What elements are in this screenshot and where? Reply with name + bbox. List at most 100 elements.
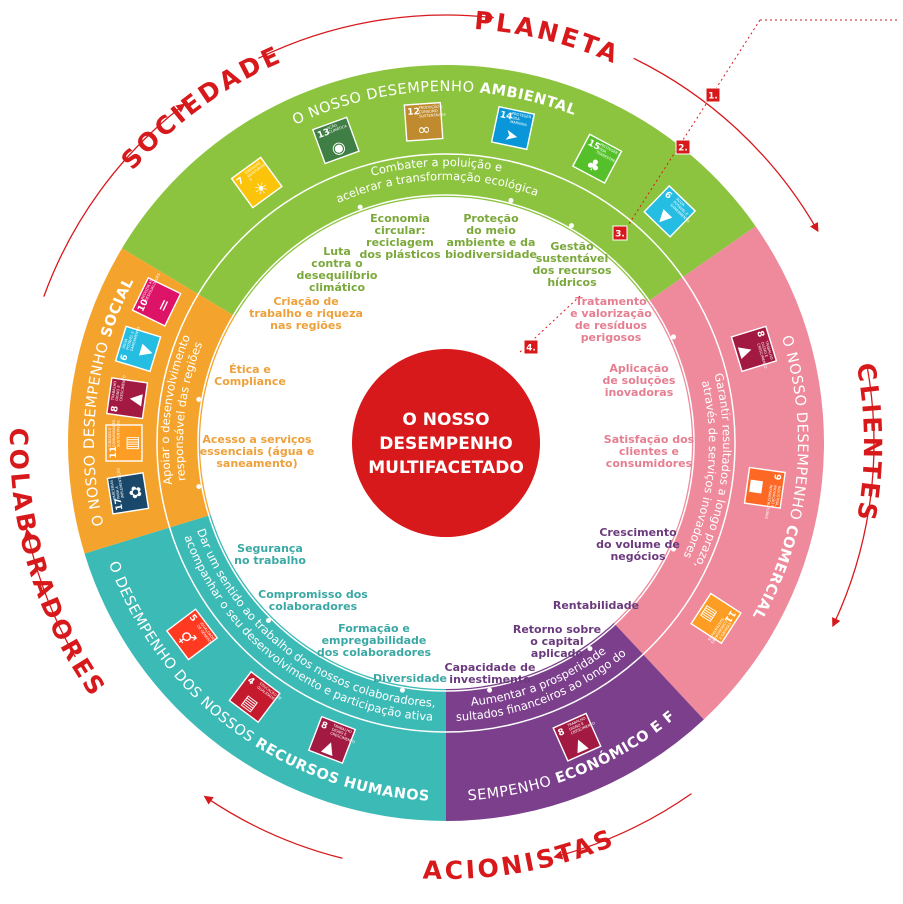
sdg-6-number: 6 — [662, 190, 673, 202]
ambiental-topic-3-line: Proteção — [463, 212, 519, 225]
eye-globe-icon: ◉ — [329, 136, 349, 159]
flow-arrow — [553, 793, 692, 860]
sdg-label-line: SUSTENTÁVEIS — [419, 112, 447, 119]
sdg-17-label: PARCERIASPARA AIMPLEMENTAÇÃO — [108, 467, 125, 499]
sdg-6-bg — [643, 184, 697, 238]
sdg-label-line: AÇÃO — [326, 122, 337, 130]
stakeholder-planeta-textpath: PLANETA — [473, 6, 622, 70]
rh-topic-1-line: no trabalho — [234, 554, 306, 567]
ambiental-topic-4-line: Gestão — [550, 240, 594, 253]
stakeholder-acionistas: ACIONISTAS — [422, 823, 619, 885]
sdg-8-bg — [730, 325, 778, 373]
sdg-label-line: TRABALHO — [764, 339, 774, 360]
rh-topic-4: Diversidade — [373, 672, 447, 685]
rh-topic-1-line: Segurança — [237, 542, 303, 555]
infinity-icon: ∞ — [417, 119, 432, 139]
ambiental-topic-3-line: biodiversidade — [445, 248, 537, 261]
sdg-14-number: 14 — [499, 110, 513, 122]
sdg-11-label: CIDADES ECOMUNIDADESSUSTENTÁVEIS — [108, 419, 120, 447]
sdg-icons: 7ENERGIASRENOVÁVEISE☀13AÇÃOCLIMÁTICA◉12P… — [105, 101, 786, 765]
financeiro-topic-2: Rentabilidade — [553, 599, 639, 612]
cubes-icon: ■ — [747, 478, 768, 496]
sdg-label-line: VIDA — [597, 146, 607, 154]
growth-chart-icon: ▲ — [124, 391, 145, 407]
sdg-10-bg — [131, 276, 182, 327]
ring-dot — [670, 334, 676, 340]
flow-arrow — [832, 368, 875, 628]
stakeholder-clientes: CLIENTES — [851, 361, 887, 525]
sdg-13-number: 13 — [316, 127, 331, 141]
flow-arrow — [43, 103, 186, 297]
sdg-label-line: CIDADES E — [108, 427, 112, 447]
flow-arrow — [258, 12, 495, 59]
ambiental-topic-4-line: hídricos — [547, 276, 597, 289]
step-leader-line — [519, 19, 900, 353]
flow-arrow — [24, 528, 76, 658]
sdg-12-number: 12 — [407, 107, 420, 118]
social-topic-3-line: Acesso a serviços — [202, 433, 312, 446]
sdg-label-line: PARA A — [115, 485, 121, 499]
sdg-label-line: PARCERIAS — [110, 479, 117, 500]
sdg-label-line: TRABALHO — [332, 723, 353, 734]
center-line-3: MULTIFACETADO — [368, 458, 524, 478]
ambiental-topic-1-line: climático — [309, 281, 365, 294]
ring-dividers — [156, 153, 736, 733]
sdg-9-number: 9 — [771, 473, 782, 481]
sdg-6-label: ÁGUAPOTÁVEL ESANEAMENTO — [121, 323, 141, 351]
sdg-6-number: 6 — [119, 353, 130, 362]
sdg-13-label: AÇÃOCLIMÁTICA — [326, 119, 348, 134]
rh-topic-3-line: dos colaboradores — [317, 646, 432, 659]
step-marker-4: 4. — [523, 339, 539, 355]
ambiental-topic-3-line: ambiente e da — [447, 236, 536, 249]
step-marker-number: 4. — [526, 344, 536, 354]
sdg-12-bg — [403, 101, 444, 142]
sdg-11-bg — [105, 424, 143, 462]
social-topic-1-line: nas regiões — [270, 319, 342, 332]
sdg-8-bg — [307, 715, 357, 765]
sdg-8-label: TRABALHODIGNO ECRESCIMENTO — [756, 339, 776, 369]
step-marker-number: 3. — [615, 230, 625, 240]
sdg-label-line: SUSTENTÁVEIS — [115, 420, 120, 447]
stakeholder-planeta: PLANETA — [473, 6, 625, 70]
sdg-17-bg — [106, 471, 150, 515]
sdg-label-line: DIGNO E — [331, 727, 348, 737]
ring-dot — [508, 198, 514, 204]
sdg-label-line: CRESCIMENTO — [119, 375, 127, 402]
ring-dot — [266, 617, 272, 623]
sdg-6-bg — [114, 325, 162, 373]
sdg-8-number: 8 — [557, 727, 567, 739]
step-marker-box — [612, 225, 628, 241]
flow-arrow — [203, 795, 343, 859]
comercial-topic-3-line: consumidores — [606, 457, 693, 470]
social-topic-2-line: Compliance — [214, 375, 286, 388]
sdg-11-number: 11 — [109, 446, 119, 459]
financeiro-topic-1-line: negócios — [610, 550, 666, 563]
step-marker-number: 1. — [708, 92, 718, 102]
social-topic-3-line: saneamento) — [216, 457, 297, 470]
sdg-15-bg — [571, 133, 623, 184]
sdg-14-label: PROTEGER AVIDAMARINHA — [510, 112, 536, 129]
step-marker-box — [523, 339, 539, 355]
rh-topic-2-line: colaboradores — [269, 600, 358, 613]
flow-arrow — [633, 57, 819, 233]
center-disc — [352, 349, 540, 537]
ring-dot — [357, 204, 363, 210]
